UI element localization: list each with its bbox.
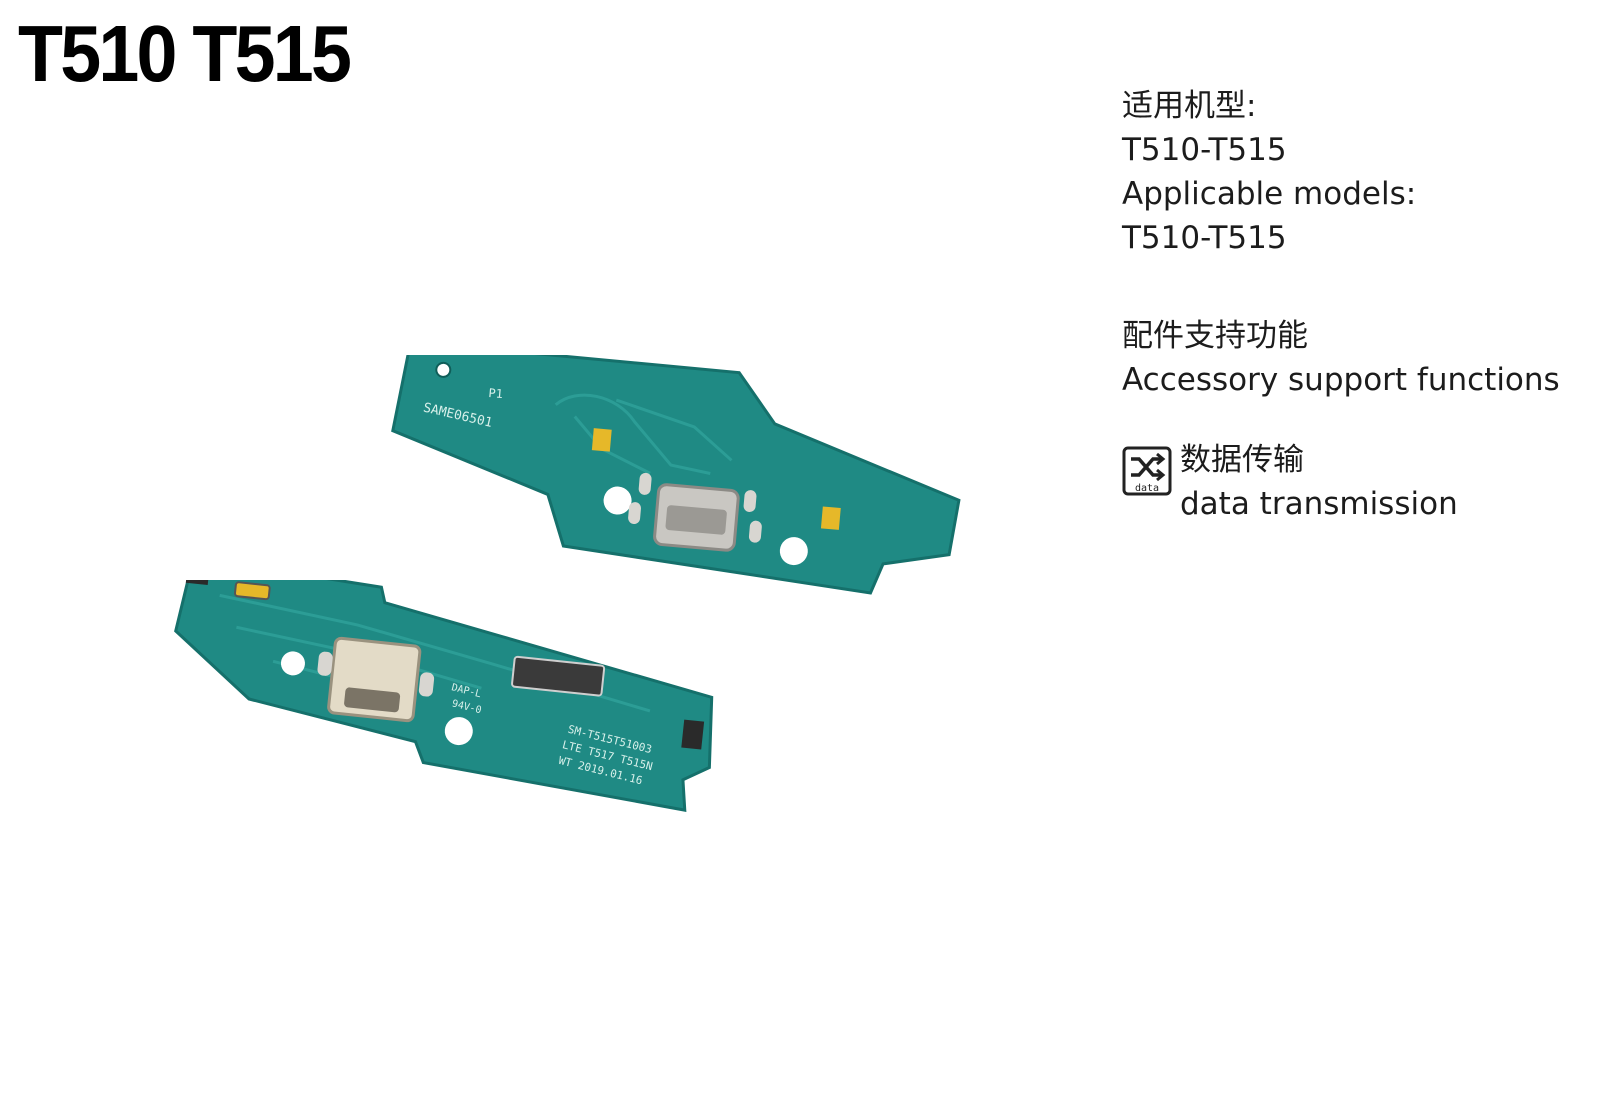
feature-label-cn: 数据传输	[1180, 442, 1304, 478]
charging-board-bottom: DAP-L 94V-0 SM-T515T51003 LTE T517 T515N…	[174, 580, 714, 812]
charging-board-top: SAME06501 P1	[391, 355, 961, 595]
models-value-2: T510-T515	[1122, 220, 1287, 256]
support-label-en: Accessory support functions	[1122, 362, 1560, 398]
models-value-1: T510-T515	[1122, 132, 1287, 168]
models-label-en: Applicable models:	[1122, 176, 1417, 212]
models-label-cn: 适用机型:	[1122, 88, 1257, 124]
spec-panel: 适用机型: T510-T515 Applicable models: T510-…	[1122, 84, 1592, 526]
feature-label-en: data transmission	[1180, 486, 1458, 522]
page-title: T510 T515	[18, 9, 352, 98]
support-label-cn: 配件支持功能	[1122, 318, 1308, 354]
data-transfer-icon: data	[1122, 446, 1172, 496]
data-icon-label: data	[1135, 483, 1159, 494]
top-board-silk-2: P1	[488, 386, 504, 401]
feature-data-transmission: data 数据传输 data transmission	[1122, 438, 1592, 526]
